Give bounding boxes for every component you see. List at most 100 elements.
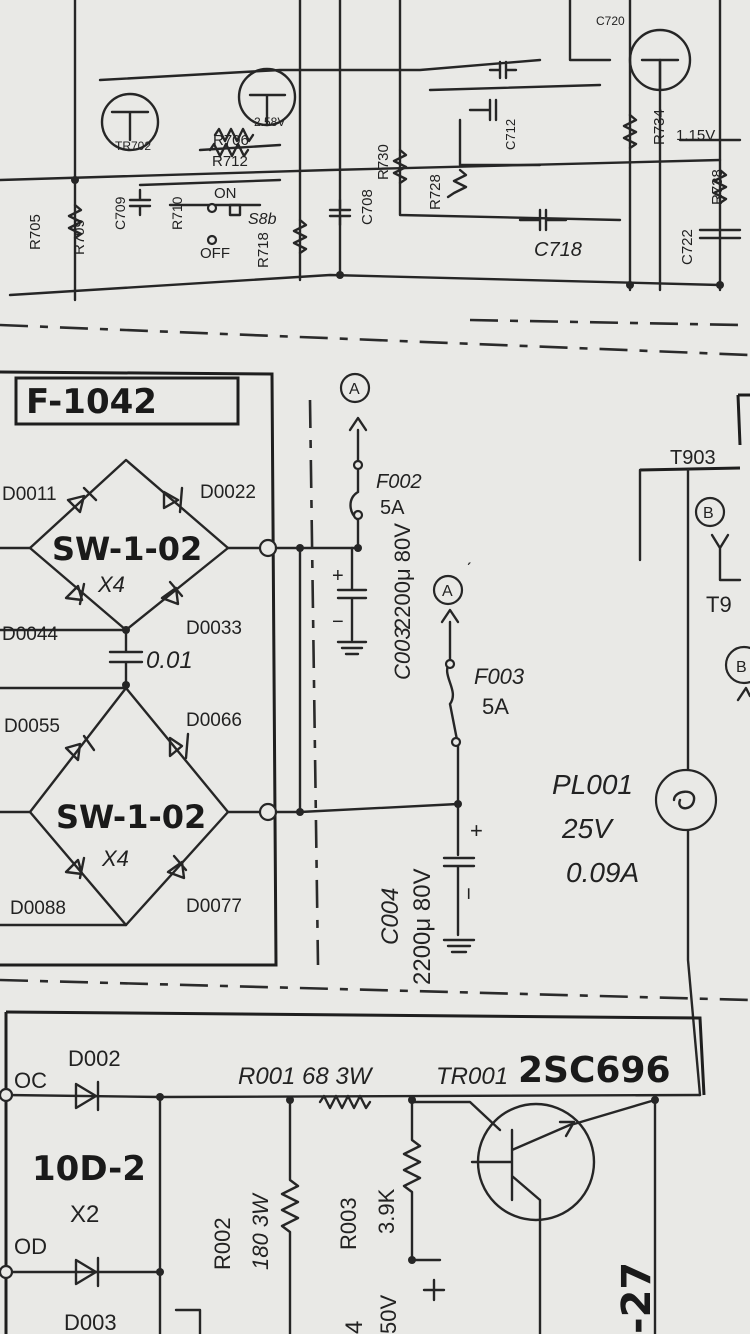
board-id-box xyxy=(14,376,240,426)
capacitor-c004 xyxy=(442,802,476,937)
section-divider-bottom xyxy=(0,978,750,1002)
label-oc: OC xyxy=(14,1068,47,1093)
resistor-r730 xyxy=(392,148,408,185)
label-r718: R718 xyxy=(255,232,272,268)
bottom-section: OC OD D002 D003 10D-2 X2 R001 68 3W R002… xyxy=(0,1010,706,1334)
diode-d0033 xyxy=(160,580,184,606)
terminal-a-prime-letter: A xyxy=(442,583,453,600)
terminal-b-letter: B xyxy=(703,505,714,522)
label-r734: R734 xyxy=(651,109,668,145)
right-section: T903 B T9 B PL001 25V 0.09A xyxy=(552,393,750,1097)
terminal-oc xyxy=(0,1087,14,1103)
label-c720: C720 xyxy=(596,14,625,28)
label-bottom-50v: 50V xyxy=(376,1295,401,1334)
label-s8b: S8b xyxy=(248,211,277,228)
transistor-tr702-symbol xyxy=(100,92,160,152)
bridge1-qty: X4 xyxy=(97,572,125,597)
label-r709: R709 xyxy=(71,219,88,255)
board-id: F-1042 xyxy=(26,382,157,422)
resistor-r728 xyxy=(446,168,468,199)
label-r730: R730 xyxy=(375,144,392,180)
resistor-r002 xyxy=(280,1098,300,1334)
label-r728: R728 xyxy=(427,174,444,210)
bridge2-qty: X4 xyxy=(101,846,129,871)
label-d003: D003 xyxy=(64,1310,117,1334)
resistor-r003 xyxy=(402,1098,442,1262)
label-f003-rating: 5A xyxy=(482,694,509,719)
diode-d003 xyxy=(74,1256,100,1288)
label-2-58v: 2.58V xyxy=(254,115,285,129)
label-pl001: PL001 xyxy=(552,769,633,800)
diode-d0022 xyxy=(162,486,184,514)
label-od: OD xyxy=(14,1234,47,1259)
capacitor-c708 xyxy=(328,198,352,227)
label-r738: R738 xyxy=(709,169,726,205)
label-2sc696: 2SC696 xyxy=(518,1050,671,1091)
label-r710: R710 xyxy=(169,196,185,230)
label-d0011: D0011 xyxy=(2,484,57,505)
label-t9: T9 xyxy=(706,592,732,617)
label-c003-value: 2200μ 80V xyxy=(390,523,415,630)
label-r002-value: 180 3W xyxy=(248,1192,273,1270)
bridge1-part: SW-1-02 xyxy=(52,530,202,568)
label-1-15v: 1.15V xyxy=(676,127,715,144)
diode-d002 xyxy=(74,1080,100,1112)
diode-d0066 xyxy=(168,732,190,760)
bridge2-part: SW-1-02 xyxy=(56,798,206,836)
label-r001: R001 68 3W xyxy=(238,1063,374,1090)
bottom-frame-top xyxy=(5,1010,706,1096)
label-off: OFF xyxy=(200,245,230,262)
bridge1-output-terminal xyxy=(258,538,278,558)
label-r705: R705 xyxy=(27,214,44,250)
label-d0077: D0077 xyxy=(186,896,242,917)
section-divider-top-right xyxy=(469,318,741,327)
section-divider-top xyxy=(0,323,750,357)
label-r003-value: 3.9K xyxy=(374,1188,399,1234)
c004-plus: + xyxy=(470,818,483,843)
label-bottom-4: 4 xyxy=(341,1321,368,1334)
diode-d0011 xyxy=(66,486,98,514)
label-10d-2: 10D-2 xyxy=(32,1149,146,1189)
label-t903: T903 xyxy=(670,447,716,469)
terminal-a-prime-tick: ˊ xyxy=(466,560,472,580)
c003-minus: − xyxy=(332,611,344,633)
terminal-a xyxy=(339,372,371,404)
switch-s8b-contact-on xyxy=(206,202,218,214)
c003-plus: + xyxy=(332,565,344,587)
bridge2-output-terminal xyxy=(258,802,278,822)
capacitor-c709 xyxy=(128,188,152,217)
label-d0022: D0022 xyxy=(200,482,256,503)
label-pl001-current: 0.09A xyxy=(566,857,639,888)
label-pl001-voltage: 25V xyxy=(561,813,614,844)
label-r706: R706 xyxy=(213,132,249,149)
label-r003: R003 xyxy=(336,1197,361,1250)
label-tr702: TR702 xyxy=(115,139,151,153)
resistor-r734 xyxy=(622,113,638,150)
label-c722: C722 xyxy=(679,229,696,265)
switch-s8b-contact-off xyxy=(206,234,218,246)
capacitor-c712 xyxy=(468,98,498,122)
label-c004: C004 xyxy=(377,888,404,945)
board-edge-dashed xyxy=(308,399,320,966)
resistor-r712 xyxy=(208,142,250,158)
capacitor-c718 xyxy=(518,208,568,232)
capacitor-c003 xyxy=(336,546,368,642)
label-d002: D002 xyxy=(68,1046,121,1071)
label-tr001: TR001 xyxy=(436,1063,508,1090)
diode-d0088 xyxy=(64,856,86,880)
label-r002: R002 xyxy=(210,1217,235,1270)
terminal-od xyxy=(0,1264,14,1280)
c004-minus: − xyxy=(456,887,481,900)
label-d0088: D0088 xyxy=(10,898,66,919)
label-d0055: D0055 xyxy=(4,716,60,737)
label-f003: F003 xyxy=(474,664,525,689)
label-c003: C003 xyxy=(390,627,415,680)
top-section: R709 R705 TR702 C709 R710 R706 R712 ON O… xyxy=(0,0,742,302)
label-f002: F002 xyxy=(376,471,422,493)
terminal-b xyxy=(694,496,726,528)
power-block-f1042: F-1042 SW-1-02 X4 D0011 D0022 D0033 D004… xyxy=(0,370,525,985)
terminal-a-prime xyxy=(432,574,464,606)
diode-d0055 xyxy=(64,734,96,762)
ground-c004 xyxy=(442,938,476,954)
